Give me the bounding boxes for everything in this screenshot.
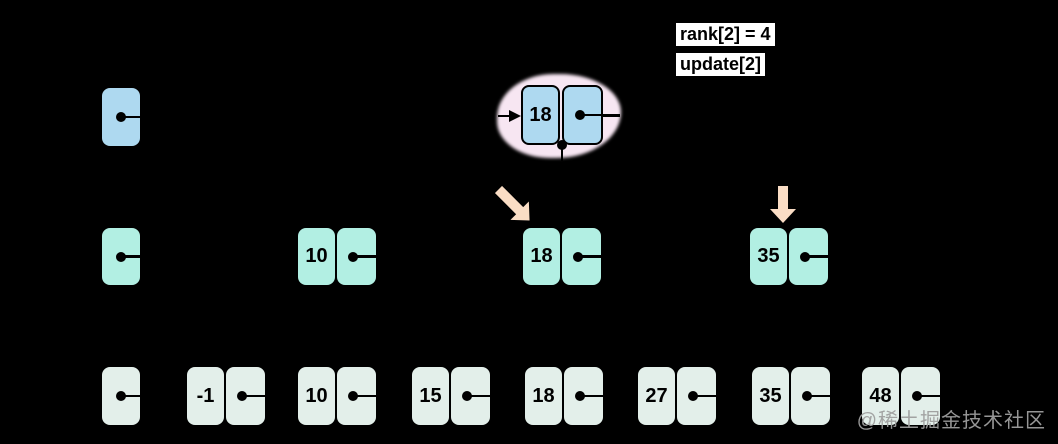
pointer-stub	[353, 255, 376, 258]
node-value: 15	[419, 384, 442, 407]
node-value: 18	[530, 245, 553, 267]
skiplist-node: 48	[862, 367, 940, 425]
node-pointer-cell	[226, 367, 265, 425]
pointer-stub	[693, 394, 716, 398]
node-value: 35	[759, 384, 782, 407]
node-value-cell: 35	[752, 367, 789, 425]
head-pointer-cell	[102, 228, 140, 285]
pointer-dot-icon	[575, 110, 585, 120]
skiplist-node: 27	[638, 367, 716, 425]
node-value-cell: 15	[412, 367, 449, 425]
incoming-pointer-line	[498, 114, 512, 117]
node-pointer-cell	[564, 367, 603, 425]
skiplist-node: 10	[298, 367, 376, 425]
pointer-dot-icon	[802, 391, 812, 401]
node-value-cell: 27	[638, 367, 675, 425]
rank-label: rank[2] = 4	[676, 23, 775, 46]
pointer-dot-icon	[116, 112, 126, 122]
pointer-dot-icon	[573, 251, 583, 262]
pointer-dot-icon	[348, 251, 358, 262]
pointer-dot-icon	[575, 391, 585, 401]
incoming-arrowhead-icon	[509, 109, 521, 122]
pointer-dot-icon	[462, 391, 472, 401]
node-value-cell: -1	[187, 367, 224, 425]
node-pointer-cell	[451, 367, 490, 425]
node-pointer-cell	[562, 228, 601, 285]
pointer-stub	[121, 115, 140, 119]
pointer-stub	[121, 394, 140, 398]
node-pointer-cell	[337, 367, 376, 425]
pointer-stub	[353, 394, 376, 398]
node-value: 27	[645, 384, 668, 407]
skiplist-node: 35	[750, 228, 828, 285]
next-pointer-line	[600, 114, 620, 117]
node-value: 35	[757, 245, 780, 267]
node-pointer-cell	[791, 367, 830, 425]
node-value: 10	[305, 245, 328, 267]
skiplist-node: 18	[525, 367, 603, 425]
head-node	[102, 228, 140, 285]
pointer-stub	[917, 394, 940, 398]
pointer-dot-icon	[348, 391, 358, 401]
pointer-dot-icon	[116, 391, 126, 401]
head-pointer-cell	[102, 367, 140, 425]
node-value: 18	[529, 103, 552, 126]
pointer-stub	[580, 394, 603, 398]
node-value: 10	[305, 384, 328, 407]
pointer-stub	[578, 255, 601, 258]
node-pointer-cell	[337, 228, 376, 285]
pointer-stub	[807, 394, 830, 398]
pointer-dot-icon	[688, 391, 698, 401]
node-value: 48	[869, 384, 892, 407]
node-value-cell: 18	[525, 367, 562, 425]
skiplist-node: 10	[298, 228, 376, 285]
skiplist-node: 18	[523, 228, 601, 285]
node-pointer-cell	[562, 85, 603, 145]
head-pointer-cell	[102, 88, 140, 146]
update-label: update[2]	[676, 53, 765, 76]
node-value: 18	[532, 384, 555, 407]
down-pointer-line	[560, 145, 563, 161]
diagonal-down-right-arrow-icon	[494, 185, 530, 221]
skiplist-node: 15	[412, 367, 490, 425]
pointer-dot-icon	[800, 251, 810, 262]
node-pointer-cell	[901, 367, 940, 425]
head-node	[102, 88, 140, 146]
pointer-dot-icon	[237, 391, 247, 401]
skiplist-node: 18	[521, 85, 603, 145]
watermark: @稀土掘金技术社区	[856, 410, 1046, 432]
down-pointer-dot	[556, 140, 567, 150]
pointer-dot-icon	[912, 391, 922, 401]
node-value-cell: 10	[298, 367, 335, 425]
node-value-cell: 35	[750, 228, 787, 285]
pointer-stub	[242, 394, 265, 398]
pointer-stub	[805, 255, 828, 258]
node-pointer-cell	[789, 228, 828, 285]
node-value: -1	[196, 384, 215, 407]
head-node	[102, 367, 140, 425]
pointer-stub	[467, 394, 490, 398]
skiplist-node: 35	[752, 367, 830, 425]
node-value-cell: 10	[298, 228, 335, 285]
node-pointer-cell	[677, 367, 716, 425]
pointer-dot-icon	[116, 251, 126, 262]
pointer-stub	[121, 255, 140, 258]
vertical-down-arrow-icon	[770, 186, 796, 223]
node-value-cell: 48	[862, 367, 899, 425]
node-value-cell: 18	[523, 228, 560, 285]
skiplist-node: -1	[187, 367, 265, 425]
pointer-stub	[580, 113, 601, 117]
node-value-cell: 18	[521, 85, 560, 145]
